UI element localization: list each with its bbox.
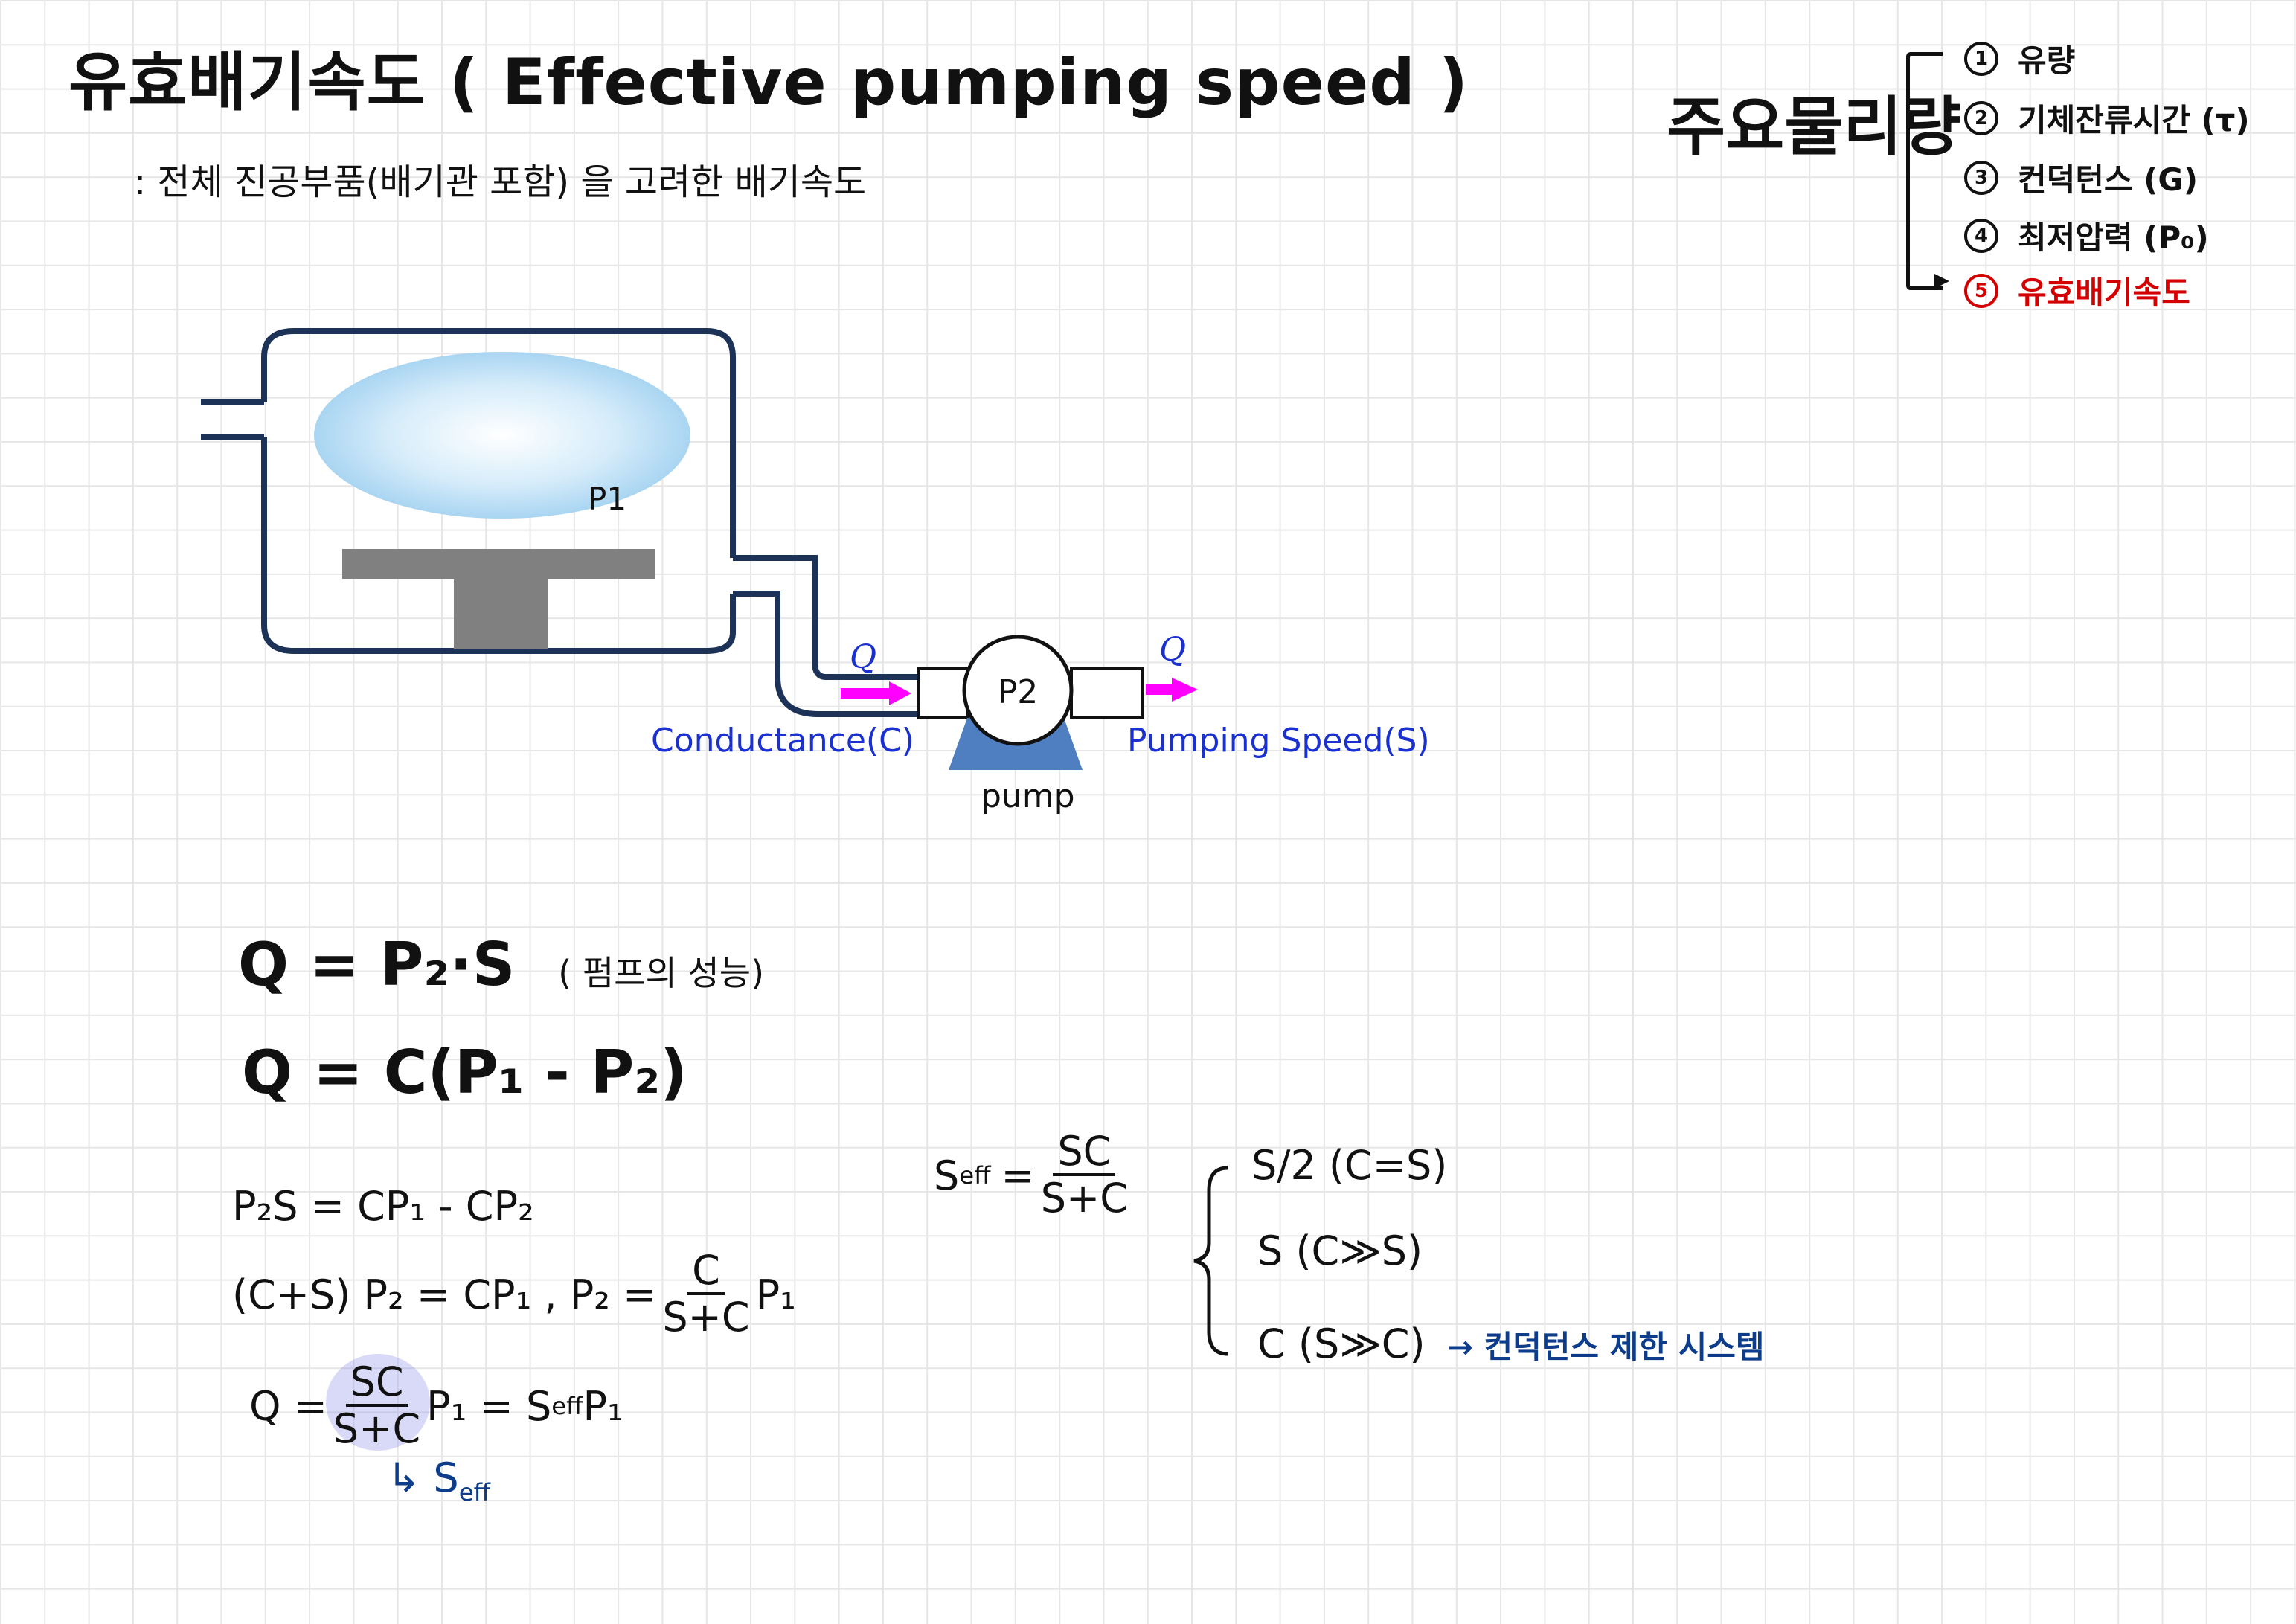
step-text: P₁ (755, 1271, 796, 1318)
note-text: ↳ S (387, 1454, 459, 1501)
case-text: C (S≫C) (1257, 1320, 1426, 1367)
quantity-item-3: 3 컨덕턴스 (G) (1964, 155, 2198, 200)
subscript: eff (551, 1392, 583, 1421)
pump-inlet-flange (917, 667, 969, 719)
step-text: P₁ (583, 1382, 623, 1430)
flow-label-right: Q (1159, 631, 1186, 669)
fraction: C S+C (662, 1249, 750, 1341)
equation-pump-performance: Q = P₂·S ( 펌프의 성능) (238, 930, 764, 999)
number-badge: 5 (1964, 273, 1998, 308)
subtitle: : 전체 진공부품(배기관 포함) 을 고려한 배기속도 (134, 161, 867, 203)
vacuum-chamber (261, 328, 736, 654)
pump-outlet-flange (1070, 667, 1144, 719)
equation-text: Q = P₂·S (238, 930, 516, 999)
pump-pressure-label: P2 (998, 673, 1039, 711)
derivation-step-2: (C+S) P₂ = CP₁ , P₂ = C S+C P₁ (232, 1249, 796, 1341)
chamber-pressure-label: P1 (588, 481, 626, 517)
flow-label-left: Q (850, 638, 876, 676)
seff-highlight-circle (326, 1354, 430, 1451)
subscript: eff (959, 1161, 991, 1190)
quantity-text: 유량 (2018, 42, 2076, 79)
number-badge: 2 (1964, 100, 1998, 135)
quantity-item-1: 1 유량 (1964, 36, 2075, 81)
quantity-item-4: 4 최저압력 (P₀) (1964, 213, 2209, 258)
quantity-text: 기체잔류시간 (τ) (2018, 102, 2250, 138)
step-text: P₁ = S (426, 1382, 552, 1430)
fraction-denominator: S+C (333, 1405, 421, 1452)
exhaust-pipe-lower (733, 591, 919, 717)
step-text: (C+S) P₂ = CP₁ , P₂ = (232, 1271, 657, 1318)
gas-cloud (314, 352, 690, 519)
pump-label: pump (981, 777, 1075, 815)
quantity-text: 컨덕턴스 (G) (2018, 161, 2199, 198)
quantity-text: 최저압력 (P₀) (2018, 219, 2209, 256)
flow-arrow-left-icon (889, 681, 911, 705)
case-large-conductance: S (C≫S) (1257, 1227, 1423, 1274)
cases-brace-icon (1193, 1166, 1228, 1356)
fraction-numerator: C (687, 1249, 725, 1295)
quantity-text: 유효배기속도 (2018, 275, 2190, 311)
conductance-label: Conductance(C) (651, 722, 914, 760)
equals-sign: = (1001, 1152, 1035, 1199)
quantities-label: 주요물리량 (1667, 90, 1961, 164)
flow-arrow-right-icon (1172, 678, 1198, 702)
page-title: 유효배기속도 ( Effective pumping speed ) (68, 45, 1469, 120)
subscript: eff (458, 1477, 490, 1506)
fraction-numerator: SC (345, 1361, 408, 1407)
fraction-denominator: S+C (662, 1293, 750, 1341)
derivation-step-1: P₂S = CP₁ - CP₂ (232, 1183, 534, 1230)
equation-note: ( 펌프의 성능) (558, 953, 765, 993)
quantity-item-2: 2 기체잔류시간 (τ) (1964, 95, 2250, 141)
formula-symbol: S (934, 1152, 960, 1199)
quantity-item-5: 5 유효배기속도 (1964, 268, 2190, 313)
pump-body (962, 635, 1074, 746)
number-badge: 1 (1964, 41, 1998, 76)
case-note: → 컨덕턴스 제한 시스템 (1446, 1329, 1765, 1365)
seff-arrow-note: ↳ Seff (387, 1454, 490, 1506)
pumping-speed-label: Pumping Speed(S) (1127, 722, 1430, 760)
step-text: Q = (249, 1382, 327, 1430)
equation-conductance-flow: Q = C(P₁ - P₂) (242, 1038, 687, 1107)
bracket-arrow-icon (1934, 274, 1949, 289)
fraction-denominator: S+C (1040, 1174, 1129, 1222)
number-badge: 3 (1964, 160, 1998, 195)
fraction-numerator: SC (1053, 1130, 1116, 1176)
number-badge: 4 (1964, 218, 1998, 253)
exhaust-pipe-upper (733, 555, 919, 680)
quantities-bracket (1906, 52, 1943, 290)
case-equal: S/2 (C=S) (1251, 1142, 1448, 1189)
stage-top (342, 549, 655, 579)
fraction: SC S+C (1040, 1130, 1129, 1222)
fraction: SC S+C (333, 1361, 420, 1451)
equation-text: Q = C(P₁ - P₂) (242, 1038, 687, 1107)
stage-post (454, 579, 548, 649)
case-small-conductance: C (S≫C) → 컨덕턴스 제한 시스템 (1257, 1320, 1765, 1367)
vacuum-system-diagram: P1 P2 Q Q Conductance(C) Pumping Speed(S… (201, 328, 1430, 815)
